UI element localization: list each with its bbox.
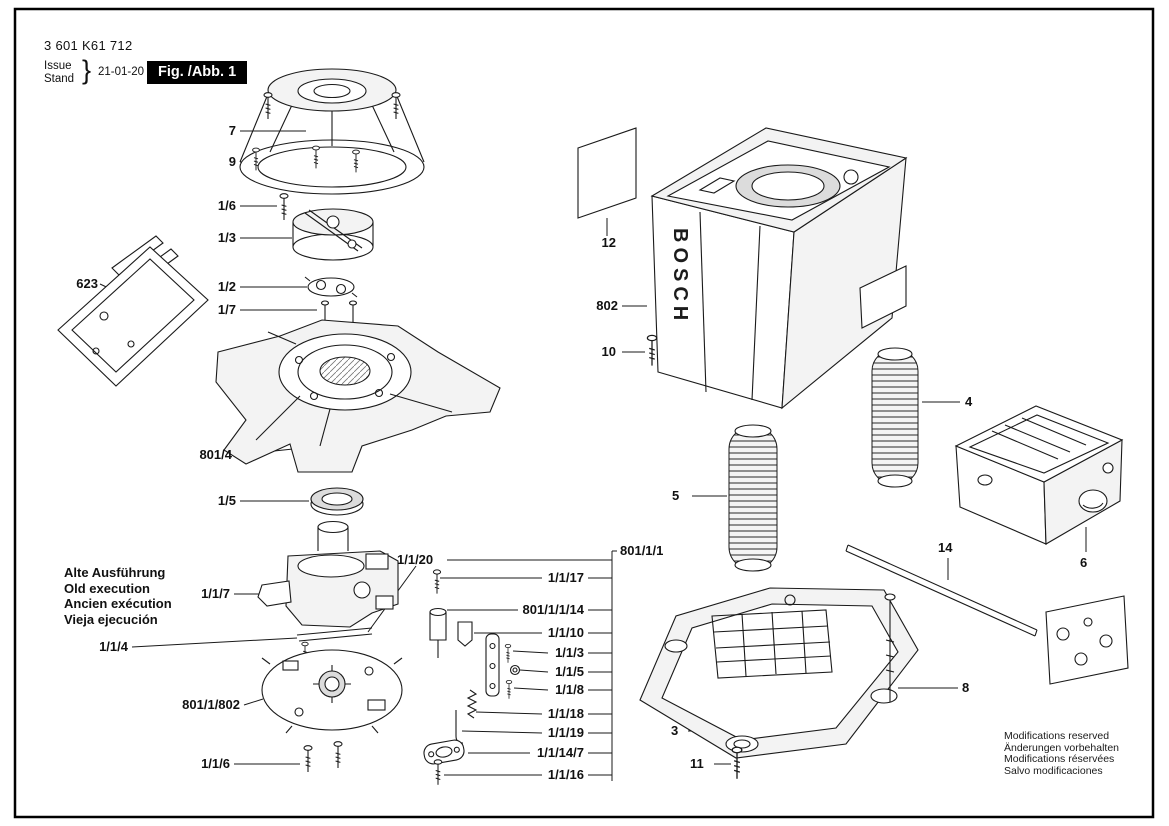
part-label-1-1-17: 1/1/17 — [547, 570, 584, 585]
bosch-logo: BOSCH — [669, 228, 691, 326]
part-screws-1-1-6 — [303, 741, 343, 773]
part-plate-623 — [57, 235, 209, 387]
part-screw-1-6 — [279, 193, 289, 221]
part-spring-1-1-19 — [455, 710, 464, 744]
old-execution-line-de: Alte Ausführung — [64, 565, 166, 580]
part-label-4: 4 — [965, 394, 973, 409]
part-cap-1-3 — [292, 208, 374, 261]
part-label-14: 14 — [938, 540, 953, 555]
part-label-1-5: 1/5 — [217, 493, 236, 508]
part-label-802: 802 — [596, 298, 618, 313]
part-label-1-1-4: 1/1/4 — [99, 639, 128, 654]
part-label-1-1-19: 1/1/19 — [547, 725, 584, 740]
part-handle-5 — [728, 424, 778, 572]
part-label-1-2: 1/2 — [217, 279, 236, 294]
part-label-7: 7 — [228, 123, 236, 138]
part-label-6: 6 — [1080, 555, 1088, 570]
part-label-1-1-14-7: 1/1/14/7 — [537, 745, 584, 760]
part-label-12: 12 — [601, 235, 616, 250]
part-battery-box-6 — [954, 405, 1124, 545]
part-base-pan-3 — [639, 587, 919, 759]
part-screw-11 — [731, 746, 743, 780]
part-label-1-1-5: 1/1/5 — [555, 664, 584, 679]
part-rotor-plate-801-1-802 — [261, 649, 403, 734]
part-plate-1-1-4 — [296, 627, 373, 664]
part-washer-1-1-5 — [509, 664, 521, 676]
issue-date: 21-01-20 — [98, 66, 145, 78]
old-execution-line-fr: Ancien exécution — [64, 596, 172, 611]
old-execution-note: Alte Ausführung Old execution Ancien exé… — [64, 565, 172, 627]
part-label-1-1-6: 1/1/6 — [201, 756, 230, 771]
part-plate-1-1-3 — [485, 633, 512, 697]
issue-stand-labels: Issue Stand — [44, 60, 74, 86]
part-screw-10 — [646, 334, 658, 367]
part-bracket-1-2 — [304, 276, 358, 298]
part-number: 3 601 K61 712 — [44, 38, 133, 53]
issue-label: Issue — [44, 60, 72, 72]
part-label-8: 8 — [962, 680, 970, 695]
part-label-1-1-20: 1/1/20 — [397, 552, 434, 567]
part-label-1-1-18: 1/1/18 — [547, 706, 584, 721]
part-label-3: 3 — [671, 723, 679, 738]
figure-badge: Fig. /Abb. 1 — [147, 61, 248, 84]
part-label-10: 10 — [601, 344, 616, 359]
old-execution-line-es: Vieja ejecución — [64, 611, 158, 627]
part-label-1-1-7: 1/1/7 — [201, 586, 230, 601]
part-handle-4 — [871, 347, 919, 488]
part-label-801-1-1: 801/1/1 — [620, 543, 664, 558]
part-clip-1-1-10 — [457, 621, 473, 647]
part-sleeve-801-1-1-14 — [429, 607, 447, 658]
part-screw-1-1-16 — [433, 759, 443, 786]
issue-brace: } — [82, 55, 92, 85]
part-label-1-7: 1/7 — [217, 302, 236, 317]
modifications-line-es: Salvo modificaciones — [1004, 764, 1103, 777]
part-cover-7 — [239, 68, 425, 195]
part-rod-14 — [845, 544, 1038, 637]
part-label-9: 9 — [228, 154, 236, 169]
part-screw-1-1-17 — [432, 569, 442, 595]
part-ring-1-5 — [310, 487, 364, 516]
part-screw-8 — [884, 593, 896, 702]
part-label-801-1-802: 801/1/802 — [182, 697, 240, 712]
part-spring-1-1-18 — [466, 689, 478, 719]
part-base-801-4 — [215, 319, 501, 473]
modifications-note: Modifications reserved Änderungen vorbeh… — [1004, 730, 1120, 777]
part-label-5: 5 — [672, 488, 680, 503]
stand-label: Stand — [44, 73, 75, 85]
part-housing-802 — [650, 127, 908, 410]
part-plate-perforated — [1045, 595, 1129, 685]
part-sticker-12 — [577, 127, 637, 219]
part-label-1-1-3: 1/1/3 — [555, 645, 584, 660]
part-label-801-4: 801/4 — [199, 447, 232, 462]
modifications-line-de: Änderungen vorbehalten — [1004, 741, 1120, 754]
part-label-1-6: 1/6 — [217, 198, 236, 213]
old-execution-line-en: Old execution — [64, 580, 150, 596]
part-label-11: 11 — [690, 756, 704, 771]
part-label-1-1-16: 1/1/16 — [547, 767, 584, 782]
part-label-801-1-1-14: 801/1/1/14 — [522, 602, 584, 617]
part-label-1-1-10: 1/1/10 — [547, 625, 584, 640]
page-frame — [13, 7, 1155, 819]
part-bracket-1-1-7 — [257, 580, 292, 607]
part-label-1-1-8: 1/1/8 — [555, 682, 584, 697]
part-laser-assembly-1-1-20 — [285, 520, 399, 628]
part-label-1-3: 1/3 — [217, 230, 236, 245]
part-gasket-1-1-14-7 — [423, 739, 465, 765]
modifications-line-fr: Modifications réservées — [1004, 753, 1115, 766]
modifications-line-en: Modifications reserved — [1004, 730, 1110, 742]
part-label-623: 623 — [76, 276, 98, 291]
leader-lines — [99, 130, 1087, 781]
